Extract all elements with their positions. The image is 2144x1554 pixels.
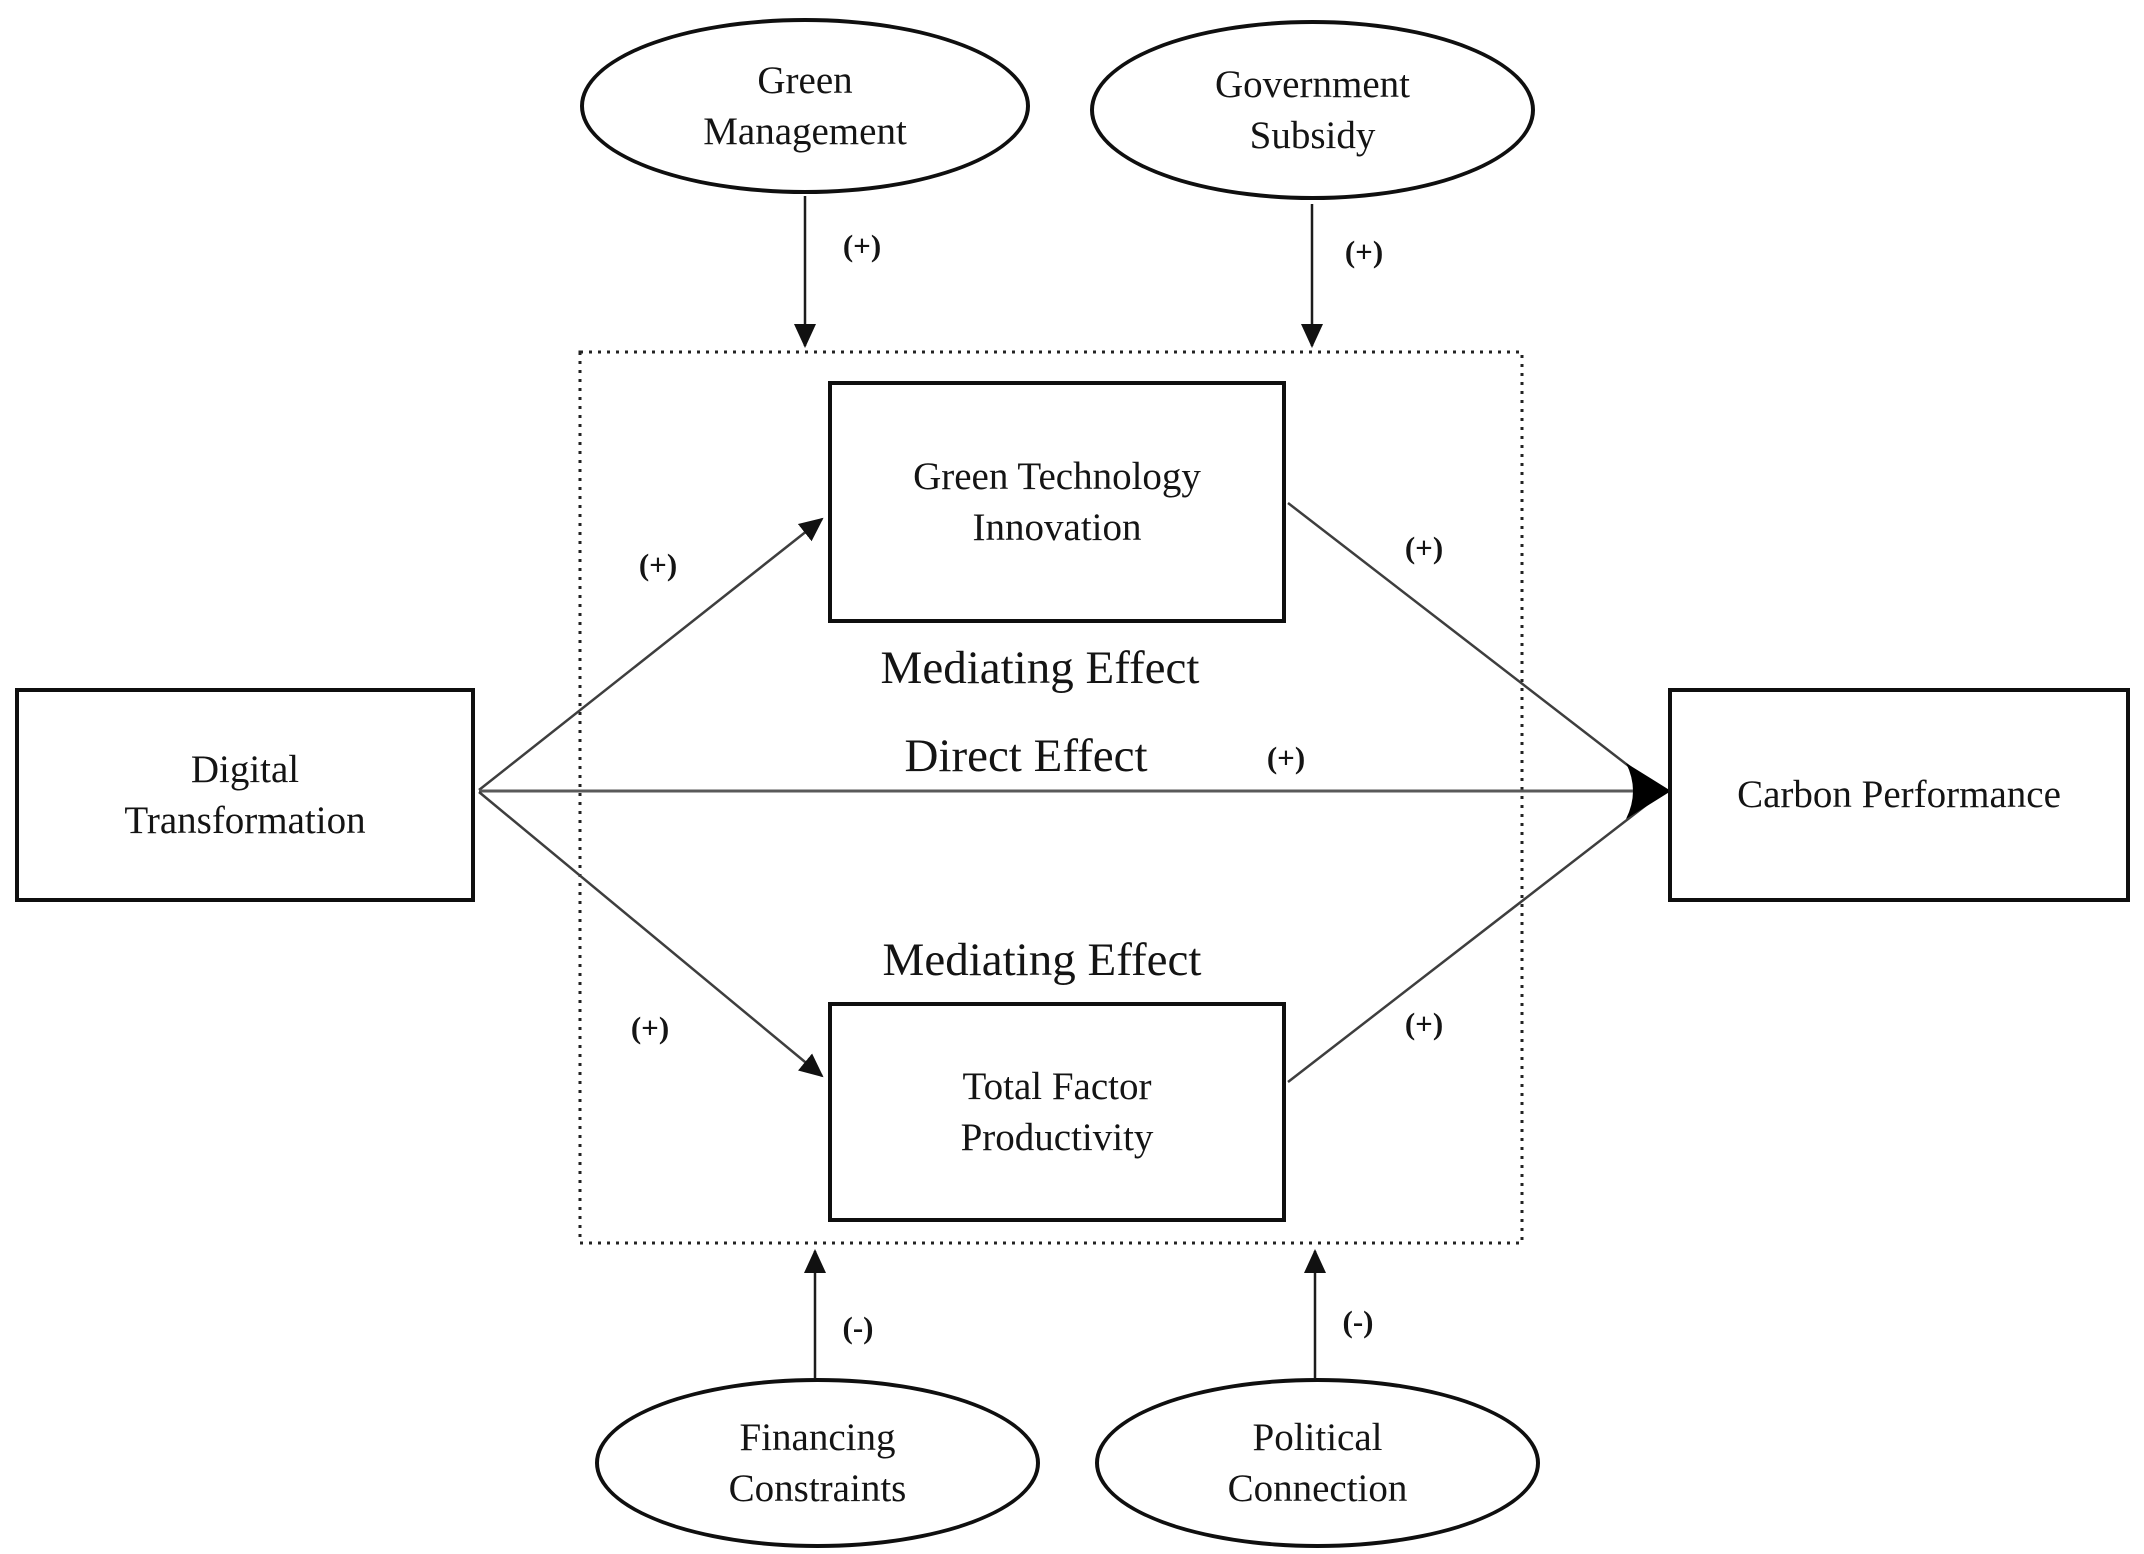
arrow-dt-to-total-factor-productivity <box>478 791 824 1078</box>
arrowhead-into-carbon-performance <box>1626 763 1671 819</box>
arrow-dt-to-green-technology-innovation <box>478 517 824 791</box>
label-mediating-effect-top: Mediating Effect <box>880 642 1200 694</box>
sign-tfp-to-cp: (+) <box>1404 1006 1444 1041</box>
node-political-connection: Political Connection <box>1095 1378 1540 1548</box>
node-political-connection-label: Political Connection <box>1227 1415 1408 1510</box>
node-digital-transformation-label: Digital Transformation <box>124 747 366 842</box>
sign-government-subsidy-moderation: (+) <box>1344 234 1384 269</box>
label-direct-effect: Direct Effect <box>904 730 1148 782</box>
node-carbon-performance-label: Carbon Performance <box>1737 773 2061 817</box>
node-total-factor-productivity-label: Total Factor Productivity <box>960 1064 1154 1159</box>
line-tfp-to-carbon-performance <box>1287 798 1655 1083</box>
sign-dt-to-gti: (+) <box>638 547 678 582</box>
sign-direct-effect: (+) <box>1266 740 1306 775</box>
node-total-factor-productivity: Total Factor Productivity <box>828 1002 1286 1222</box>
node-carbon-performance: Carbon Performance <box>1668 688 2130 902</box>
label-mediating-effect-bottom: Mediating Effect <box>882 934 1202 986</box>
sign-political-connection-moderation: (-) <box>1342 1304 1374 1339</box>
node-government-subsidy-label: Government Subsidy <box>1215 62 1410 157</box>
node-green-management: Green Management <box>580 18 1030 194</box>
node-financing-constraints-label: Financing Constraints <box>728 1415 907 1510</box>
node-government-subsidy: Government Subsidy <box>1090 20 1535 200</box>
mediation-frame <box>578 350 1524 1245</box>
node-green-management-label: Green Management <box>703 58 907 153</box>
line-gti-to-carbon-performance <box>1287 502 1653 785</box>
node-financing-constraints: Financing Constraints <box>595 1378 1040 1548</box>
sign-financing-constraints-moderation: (-) <box>842 1310 874 1345</box>
node-green-technology-innovation-label: Green Technology Innovation <box>913 454 1201 549</box>
sign-dt-to-tfp: (+) <box>630 1010 670 1045</box>
sign-green-management-moderation: (+) <box>842 228 882 263</box>
node-digital-transformation: Digital Transformation <box>15 688 475 902</box>
sign-gti-to-cp: (+) <box>1404 530 1444 565</box>
node-green-technology-innovation: Green Technology Innovation <box>828 381 1286 623</box>
